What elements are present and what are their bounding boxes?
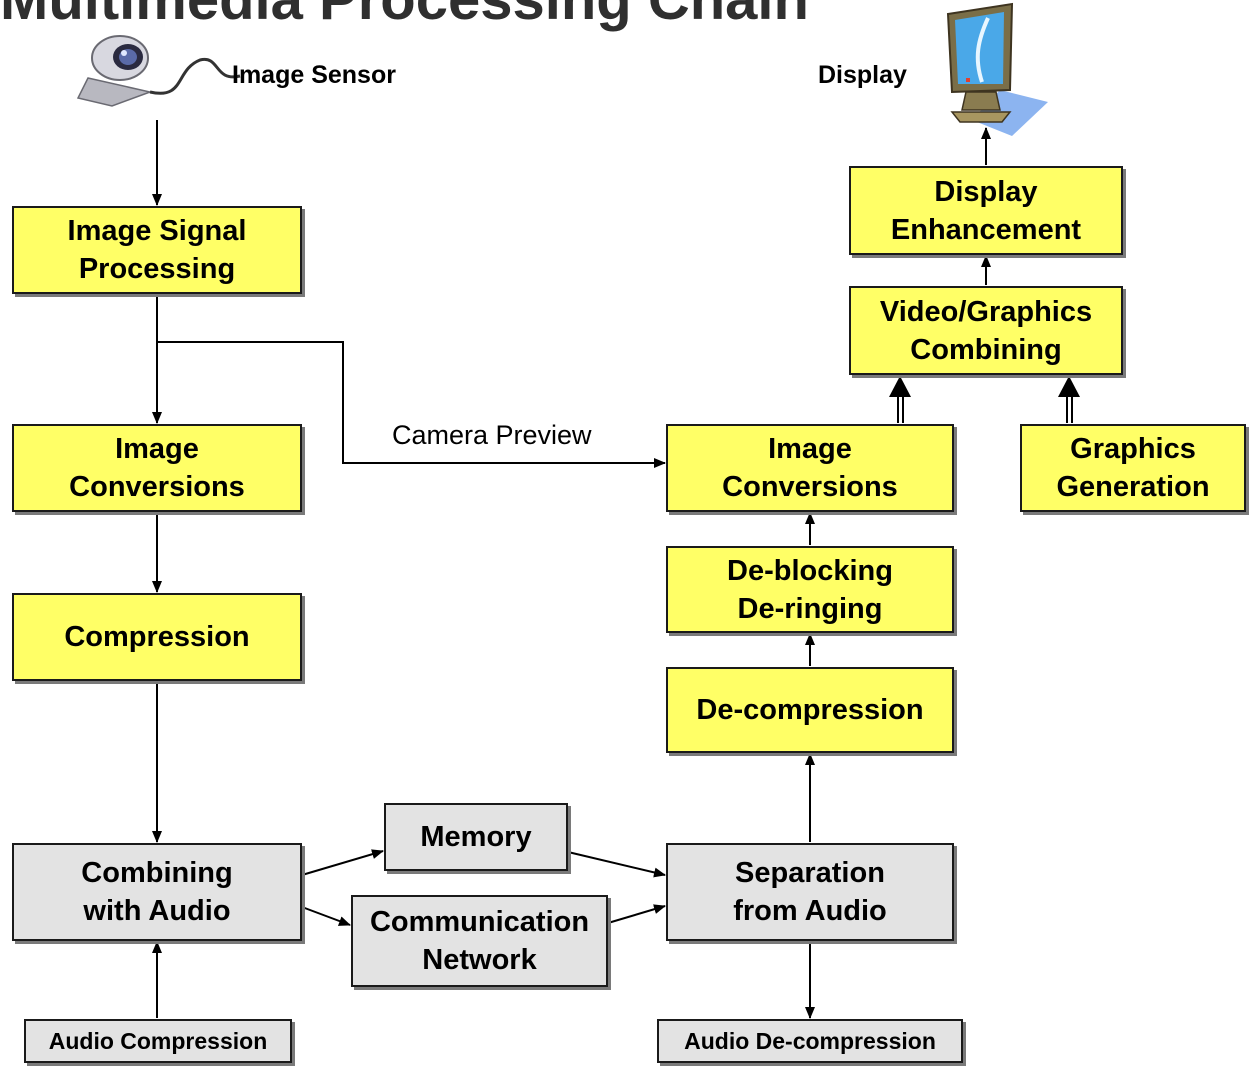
separation-audio-block: Separation from Audio (666, 843, 954, 941)
deblocking-block: De-blocking De-ringing (666, 546, 954, 633)
audio-decompression-block: Audio De-compression (657, 1019, 963, 1063)
page-title: Multimedia Processing Chain (0, 0, 900, 40)
graphics-generation-block: Graphics Generation (1020, 424, 1246, 512)
memory-block: Memory (384, 803, 568, 871)
image-conversions-left-block: Image Conversions (12, 424, 302, 512)
display-enhancement-block: Display Enhancement (849, 166, 1123, 255)
image-conversions-right-block: Image Conversions (666, 424, 954, 512)
compression-block: Compression (12, 593, 302, 681)
combining-audio-block: Combining with Audio (12, 843, 302, 941)
video-graphics-combining-block: Video/Graphics Combining (849, 286, 1123, 375)
decompression-block: De-compression (666, 667, 954, 753)
image-signal-processing-block: Image Signal Processing (12, 206, 302, 294)
image-sensor-label: Image Sensor (232, 61, 396, 89)
audio-compression-block: Audio Compression (24, 1019, 292, 1063)
display-label: Display (818, 61, 907, 89)
communication-network-block: Communication Network (351, 895, 608, 987)
webcam-icon (76, 35, 241, 107)
camera-preview-label: Camera Preview (392, 420, 592, 450)
monitor-icon (946, 2, 1048, 136)
